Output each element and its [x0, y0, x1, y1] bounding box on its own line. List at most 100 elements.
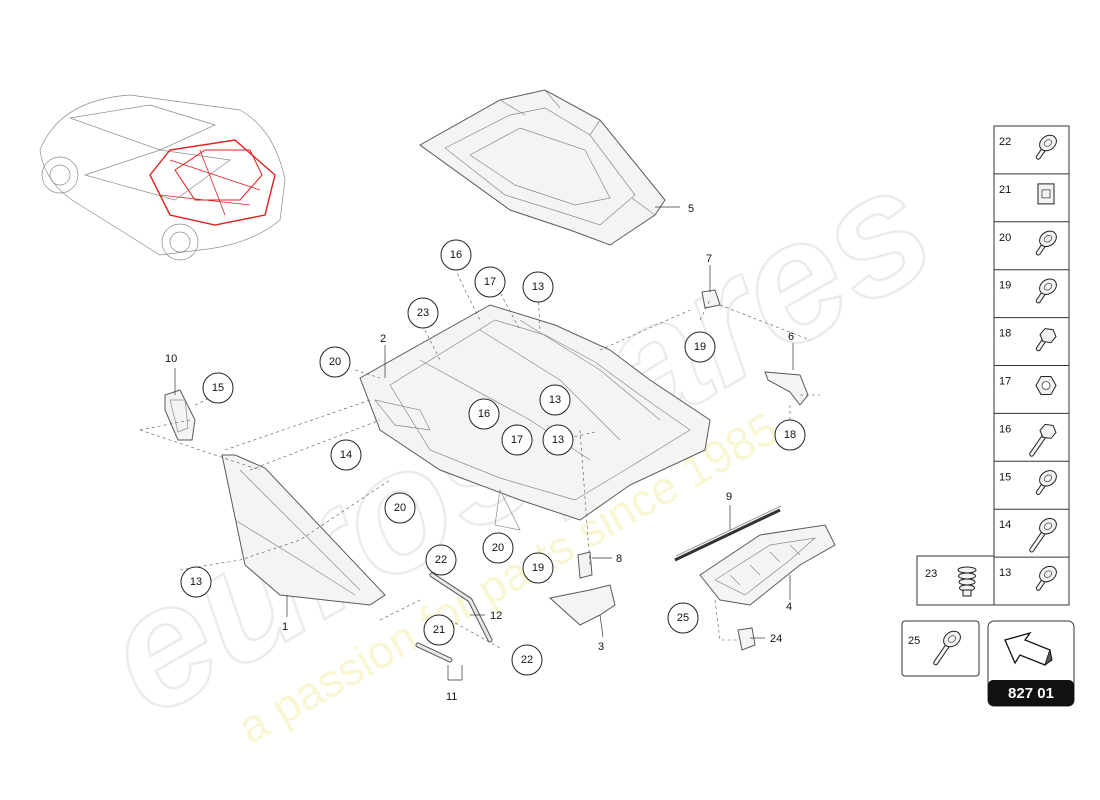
fastener-number: 14	[999, 519, 1011, 531]
ref-13-mid: 13	[539, 384, 571, 416]
torx-bolt-icon	[933, 630, 961, 666]
svg-text:16: 16	[450, 249, 462, 261]
ref-22-low: 22	[511, 644, 543, 676]
fastener-number: 22	[999, 136, 1011, 148]
fastener-number: 17	[999, 376, 1011, 388]
fastener-row-19: 19	[994, 269, 1069, 304]
fastener-row-25: 25	[908, 630, 961, 666]
assembly-lines	[139, 267, 820, 649]
flange-bolt-icon	[1035, 134, 1057, 160]
svg-text:22: 22	[435, 554, 447, 566]
svg-text:20: 20	[394, 502, 406, 514]
svg-text:18: 18	[784, 429, 796, 441]
fastener-table: 22 21 20 19 18 17 16 15 14 13 23 25	[901, 125, 1075, 707]
seal-strip-9	[674, 505, 782, 562]
label-1: 1	[282, 621, 288, 633]
label-3: 3	[598, 641, 604, 653]
engine-cover-frame	[419, 89, 666, 246]
svg-text:25: 25	[677, 612, 689, 624]
part-labels: 5 2 1 10 7 6 8 3 9 4 12 11 24	[165, 203, 794, 703]
ref-20-mid: 20	[384, 492, 416, 524]
fastener-number: 19	[999, 280, 1011, 292]
fastener-number: 13	[999, 567, 1011, 579]
ref-21: 21	[423, 614, 455, 646]
pan-screw-icon	[1035, 470, 1057, 495]
navigation-arrow-icon[interactable]	[1004, 631, 1053, 666]
bracket-10	[164, 389, 196, 441]
svg-text:22: 22	[521, 654, 533, 666]
fastener-row-18: 18	[994, 317, 1069, 352]
fastener-row-21: 21	[994, 173, 1069, 205]
bracket-8	[577, 551, 593, 579]
label-12: 12	[490, 610, 502, 622]
ref-15: 15	[202, 372, 234, 404]
svg-text:15: 15	[212, 382, 224, 394]
ref-14: 14	[330, 439, 362, 471]
ref-20-low: 20	[482, 532, 514, 564]
fastener-number: 18	[999, 328, 1011, 340]
ref-13-left: 13	[180, 566, 212, 598]
fastener-number: 21	[999, 184, 1011, 196]
ref-20-left: 20	[319, 346, 351, 378]
svg-text:16: 16	[478, 408, 490, 420]
svg-text:25: 25	[908, 635, 920, 647]
button-screw-icon	[1035, 230, 1057, 256]
ref-23: 23	[407, 297, 439, 329]
hex-flange-screw-icon	[1035, 328, 1057, 352]
ref-19-low: 19	[522, 552, 554, 584]
hex-nut-icon	[1035, 376, 1057, 395]
label-10: 10	[165, 353, 177, 365]
svg-text:23: 23	[925, 568, 937, 580]
ref-22-top: 22	[425, 544, 457, 576]
label-8: 8	[616, 553, 622, 565]
fastener-row-20: 20	[994, 221, 1069, 256]
ref-17-top: 17	[474, 266, 506, 298]
clip-24	[737, 627, 756, 651]
fastener-number: 15	[999, 471, 1011, 483]
label-7: 7	[706, 253, 712, 265]
svg-text:21: 21	[433, 624, 445, 636]
ref-18: 18	[774, 419, 806, 451]
svg-text:20: 20	[492, 542, 504, 554]
fastener-row-15: 15	[994, 460, 1069, 495]
ref-17-mid: 17	[501, 424, 533, 456]
fastener-row-13: 13	[994, 556, 1069, 591]
ref-16-mid: 16	[468, 398, 500, 430]
svg-text:13: 13	[190, 576, 202, 588]
label-24: 24	[770, 633, 782, 645]
expansion-rivet-icon	[957, 566, 977, 597]
fastener-row-14: 14	[994, 508, 1069, 553]
fastener-row-23: 23	[925, 566, 977, 597]
svg-text:13: 13	[549, 394, 561, 406]
svg-text:14: 14	[340, 449, 352, 461]
label-6: 6	[788, 331, 794, 343]
label-4: 4	[786, 601, 792, 613]
long-hex-bolt-icon	[1029, 423, 1057, 457]
fastener-number: 16	[999, 423, 1011, 435]
circled-refs: 16 17 13 23 20 15 19 16 13 17 13 14 20 1…	[180, 239, 806, 676]
catalog-number-badge: 827 01	[988, 680, 1074, 706]
ref-16-top: 16	[440, 239, 472, 271]
leader-lines	[174, 206, 794, 681]
strip-12	[429, 572, 493, 643]
ref-13-low: 13	[542, 424, 574, 456]
ref-19-right: 19	[684, 331, 716, 363]
svg-text:13: 13	[552, 434, 564, 446]
flange-screw-icon	[1035, 565, 1057, 591]
panel-3	[548, 584, 616, 626]
side-panel	[221, 454, 386, 606]
fastener-number: 20	[999, 232, 1011, 244]
svg-text:17: 17	[511, 434, 523, 446]
label-2: 2	[380, 333, 386, 345]
svg-text:23: 23	[417, 307, 429, 319]
fastener-row-22: 22	[999, 134, 1057, 160]
ref-25: 25	[667, 602, 699, 634]
tray-4	[699, 524, 836, 606]
svg-text:20: 20	[329, 356, 341, 368]
bracket-6	[764, 371, 809, 406]
washer-screw-icon	[1035, 278, 1057, 304]
svg-text:19: 19	[532, 562, 544, 574]
ref-13-top: 13	[522, 271, 554, 303]
clip-nut-icon	[1037, 183, 1055, 205]
